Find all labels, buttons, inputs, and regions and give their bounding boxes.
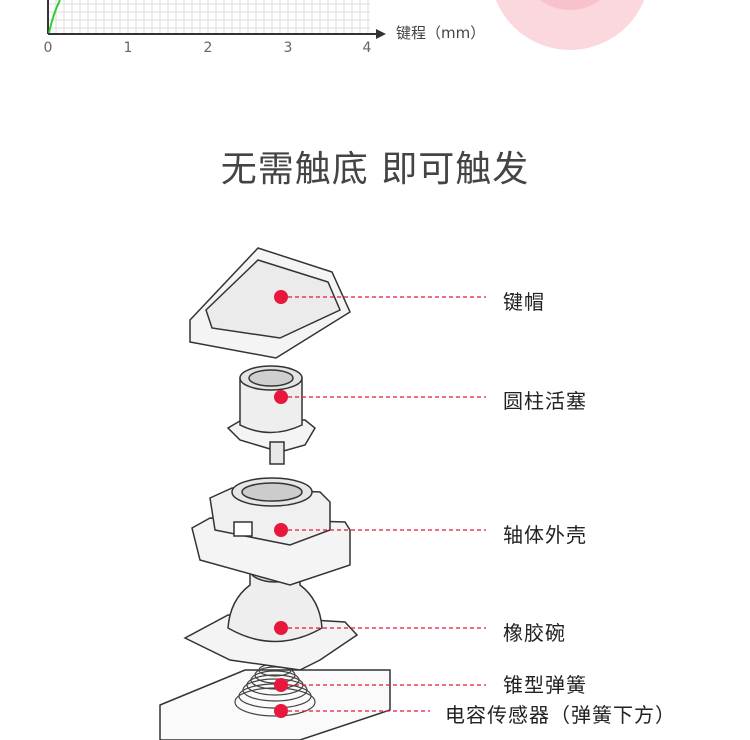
sensor-board (159, 669, 391, 740)
keycap (189, 247, 351, 359)
label-capacitive-sensor: 电容传感器（弹簧下方） (445, 703, 676, 727)
x-tick-label: 0 (44, 40, 53, 56)
x-axis-arrow (376, 29, 386, 39)
x-tick-label: 4 (363, 40, 372, 56)
label-cylindrical-plunger: 圆柱活塞 (503, 389, 587, 413)
decorative-pink-inner-circle (520, 0, 620, 10)
x-tick-label: 3 (284, 40, 293, 56)
label-rubber-dome: 橡胶碗 (503, 621, 566, 645)
force-curve (48, 0, 61, 34)
leader-lines (281, 296, 486, 712)
x-tick-label: 2 (204, 40, 213, 56)
label-switch-housing: 轴体外壳 (503, 523, 587, 547)
chart-grid (47, 0, 370, 34)
marker-dots (274, 290, 288, 718)
label-conical-spring: 锥型弹簧 (503, 673, 587, 697)
page-title: 无需触底 即可触发 (220, 149, 530, 190)
switch-housing (191, 477, 351, 586)
travel-chart: 0 1 2 3 4 键程（mm） (44, 0, 485, 56)
x-tick-label: 1 (124, 40, 133, 56)
label-keycap: 键帽 (503, 290, 545, 314)
cylindrical-plunger (226, 365, 316, 465)
switch-exploded-diagram (159, 247, 486, 740)
x-axis-label: 键程（mm） (396, 24, 485, 42)
